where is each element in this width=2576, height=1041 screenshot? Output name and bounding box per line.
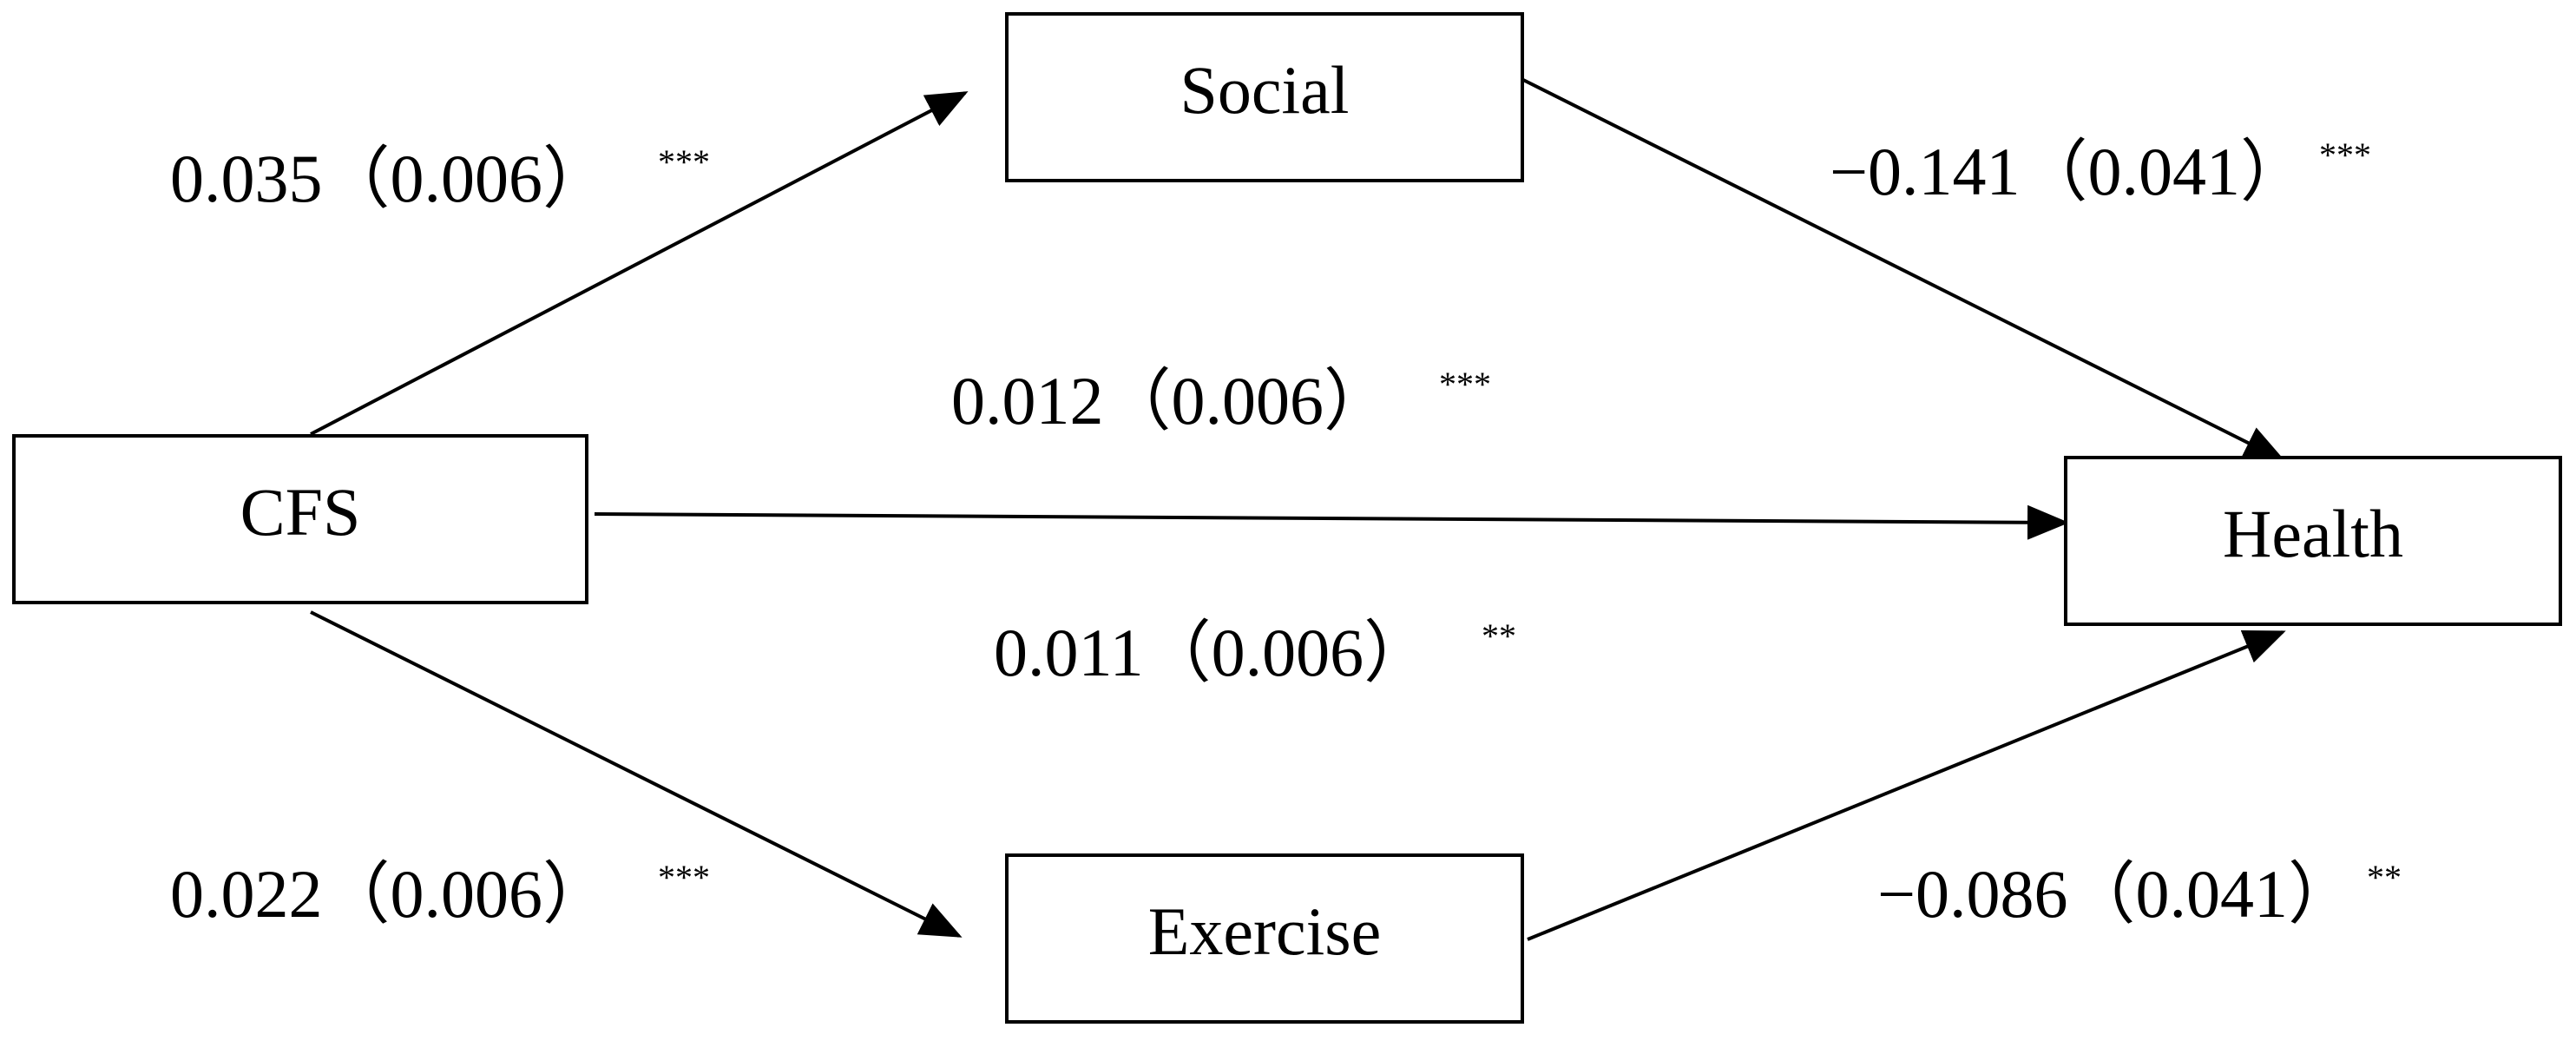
arrow-cfs-to-health bbox=[594, 504, 2069, 540]
sig-social-health: *** bbox=[2319, 135, 2371, 175]
arrow-cfs-to-exercise bbox=[310, 610, 963, 938]
arrow-exercise-to-health bbox=[1527, 630, 2286, 941]
sig-cfs-exercise: *** bbox=[658, 858, 710, 897]
coef-cfs-health-indirect: 0.011（0.006） bbox=[994, 615, 1431, 690]
node-social: Social bbox=[1005, 12, 1524, 182]
arrow-cfs-to-social bbox=[310, 91, 969, 436]
node-social-label: Social bbox=[1180, 52, 1350, 128]
node-health: Health bbox=[2064, 456, 2562, 626]
node-health-label: Health bbox=[2223, 496, 2403, 571]
sig-exercise-health: ** bbox=[2367, 858, 2402, 897]
coef-cfs-social: 0.035（0.006） bbox=[170, 141, 610, 216]
label-cfs-health-indirect: 0.011（0.006） ** bbox=[994, 615, 1516, 690]
node-exercise-label: Exercise bbox=[1148, 893, 1382, 969]
label-exercise-health: −0.086（0.041） ** bbox=[1877, 856, 2402, 932]
label-cfs-exercise: 0.022（0.006） *** bbox=[170, 856, 710, 932]
node-cfs-label: CFS bbox=[240, 474, 361, 550]
coef-cfs-exercise: 0.022（0.006） bbox=[170, 856, 610, 932]
coef-social-health: −0.141（0.041） bbox=[1830, 134, 2308, 209]
label-cfs-health-direct: 0.012（0.006） *** bbox=[951, 363, 1491, 438]
sig-cfs-health-direct: *** bbox=[1439, 365, 1491, 404]
coef-cfs-health-direct: 0.012（0.006） bbox=[951, 363, 1391, 438]
arrow-social-to-health bbox=[1514, 74, 2286, 462]
coef-exercise-health: −0.086（0.041） bbox=[1877, 856, 2356, 932]
sig-cfs-social: *** bbox=[658, 142, 710, 181]
node-exercise: Exercise bbox=[1005, 853, 1524, 1024]
node-cfs: CFS bbox=[12, 434, 588, 604]
label-cfs-social: 0.035（0.006） *** bbox=[170, 141, 710, 216]
label-social-health: −0.141（0.041） *** bbox=[1830, 134, 2371, 209]
sig-cfs-health-indirect: ** bbox=[1482, 616, 1516, 656]
